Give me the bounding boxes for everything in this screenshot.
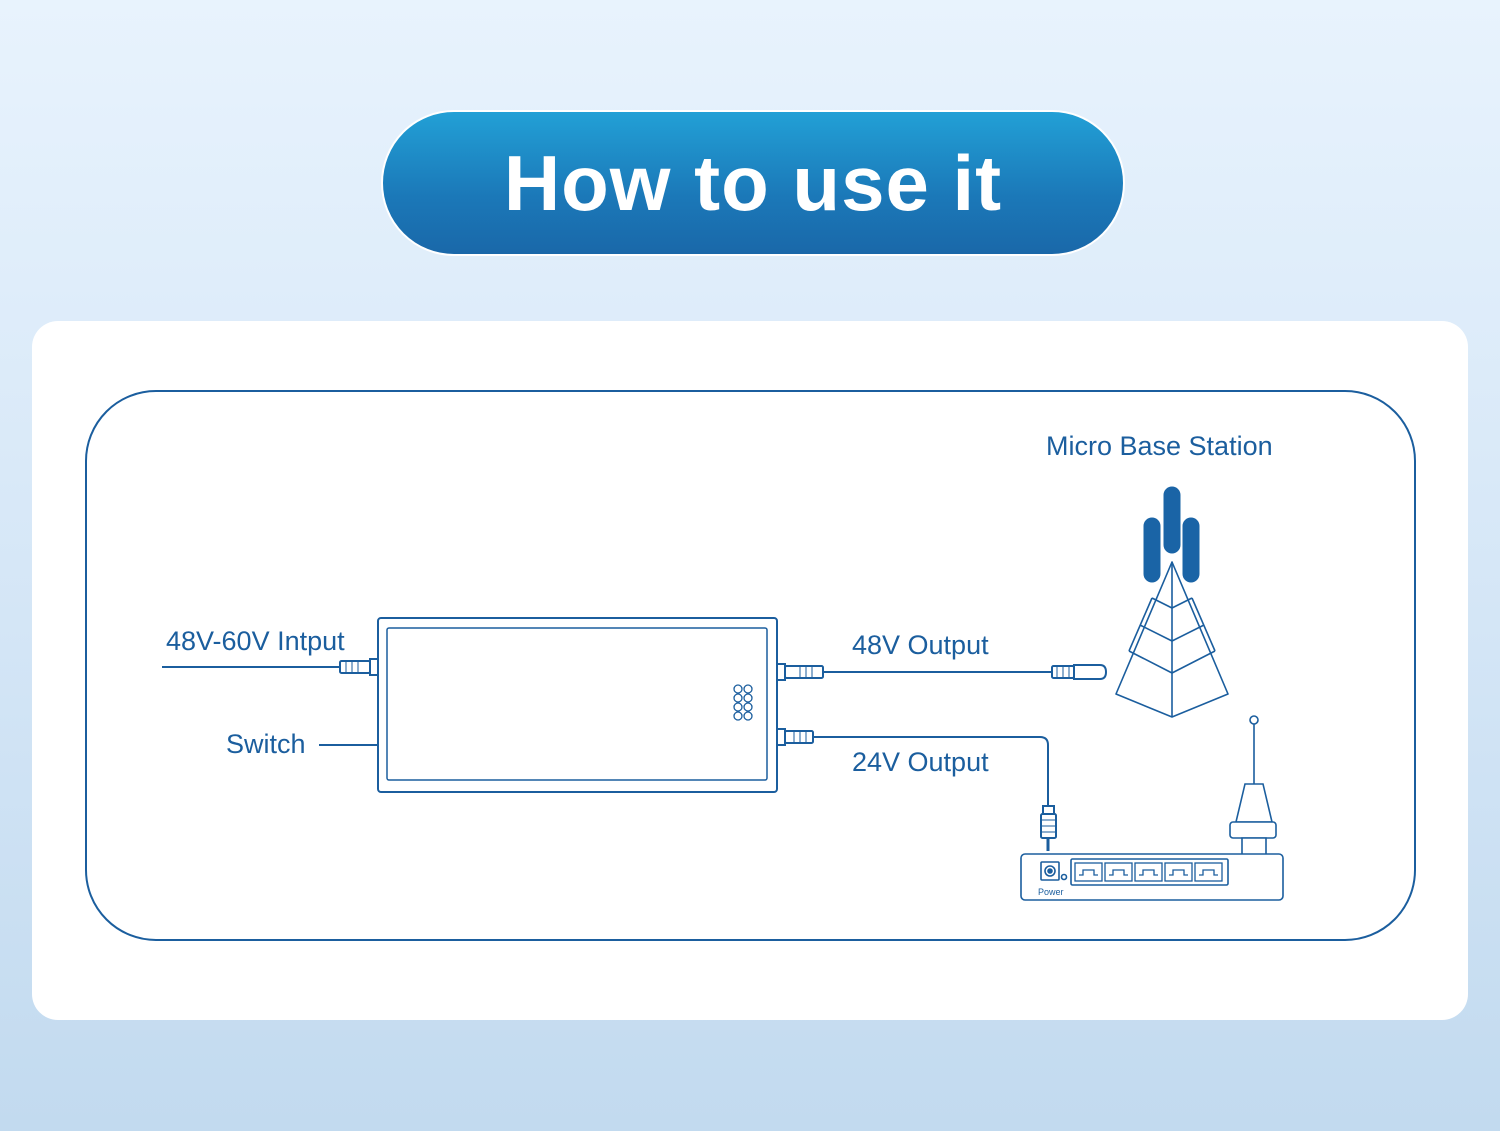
- output48-cable: [776, 663, 1108, 681]
- power-adapter-icon: [377, 617, 778, 793]
- output48-label: 48V Output: [852, 630, 989, 660]
- output24-cable: [776, 728, 1057, 851]
- cell-tower-icon: [1115, 486, 1229, 718]
- title-banner: How to use it: [381, 110, 1125, 256]
- diagram-frame: [85, 390, 1416, 941]
- input-cable: [162, 658, 379, 676]
- led-dots: [733, 684, 753, 721]
- router-icon: [1020, 715, 1284, 901]
- power-port-label: Power: [1038, 887, 1064, 897]
- page-title: How to use it: [503, 138, 1003, 227]
- base-station-label: Micro Base Station: [1046, 431, 1273, 461]
- diagram-card: [32, 321, 1468, 1020]
- input-label: 48V-60V Intput: [166, 626, 345, 656]
- switch-label: Switch: [226, 729, 306, 759]
- output24-label: 24V Output: [852, 747, 989, 777]
